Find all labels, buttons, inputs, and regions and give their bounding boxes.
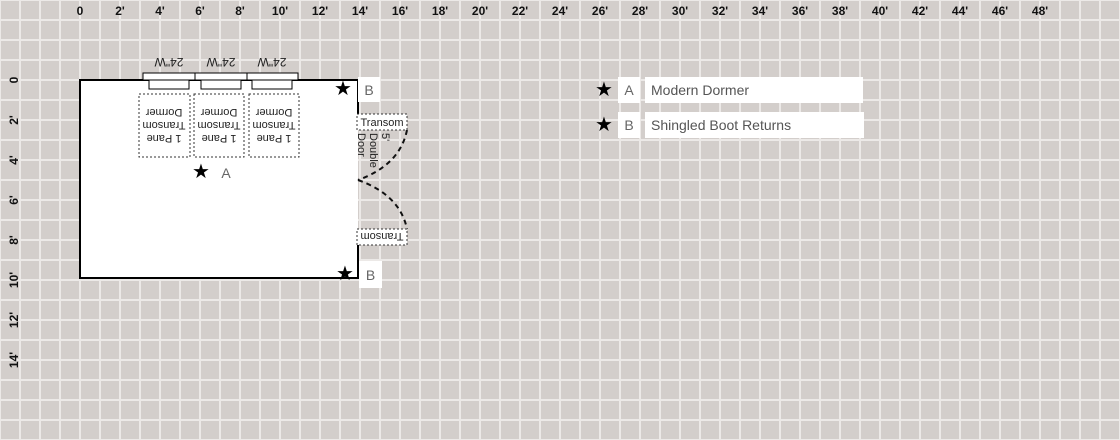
dormer-2[interactable]: 1 Pane Transom Dormer: [193, 93, 245, 158]
legend-text-input[interactable]: Shingled Boot Returns: [645, 112, 864, 138]
marker-b-bottom[interactable]: B: [359, 261, 382, 288]
x-tick-label: 38': [831, 4, 849, 18]
windows: 24"W 24"W 24"W: [142, 55, 299, 90]
transom-top[interactable]: Transom: [356, 113, 408, 131]
x-tick-label: 26': [591, 4, 609, 18]
window-1[interactable]: 24"W: [142, 55, 196, 90]
dormer-label: 1 Pane: [147, 132, 182, 144]
window-3[interactable]: 24"W: [246, 55, 299, 90]
x-tick-label: 34': [751, 4, 769, 18]
dormer-3[interactable]: 1 Pane Transom Dormer: [248, 93, 300, 158]
x-tick-label: 32': [711, 4, 729, 18]
door-label: 5': [379, 133, 391, 141]
x-tick-label: 48': [1031, 4, 1049, 18]
marker-a[interactable]: A: [213, 160, 239, 186]
x-tick-label: 22': [511, 4, 529, 18]
dormer-label: Transom: [143, 119, 186, 131]
double-door[interactable]: 5' Double Door: [355, 129, 408, 230]
legend-letter: A: [618, 77, 640, 103]
star-icon: ★: [336, 263, 354, 285]
door-swing-top: [357, 129, 408, 181]
x-tick-label: 20': [471, 4, 489, 18]
x-tick-label: 42': [911, 4, 929, 18]
x-tick-label: 12': [311, 4, 329, 18]
door-swing-bottom: [357, 179, 408, 230]
star-icon: ★: [595, 79, 613, 101]
transom-label: Transom: [361, 230, 404, 242]
window-label: 24"W: [154, 55, 184, 69]
dormer-1[interactable]: 1 Pane Transom Dormer: [138, 93, 191, 158]
x-tick-label: 14': [351, 4, 369, 18]
door-label: Door: [355, 133, 367, 157]
door-label: Double: [367, 133, 379, 168]
legend-text-input[interactable]: Modern Dormer: [645, 77, 863, 103]
x-tick-label: 28': [631, 4, 649, 18]
x-tick-label: 0: [76, 4, 84, 18]
x-tick-label: 44': [951, 4, 969, 18]
x-tick-label: 40': [871, 4, 889, 18]
dormer-label: 1 Pane: [257, 132, 292, 144]
x-tick-label: 8': [235, 4, 245, 18]
window-label: 24"W: [257, 55, 287, 69]
dormer-label: 1 Pane: [202, 132, 237, 144]
x-tick-label: 6': [195, 4, 205, 18]
star-icon: ★: [192, 161, 210, 183]
window-label: 24"W: [206, 55, 236, 69]
x-tick-label: 10': [271, 4, 289, 18]
star-icon: ★: [595, 114, 613, 136]
x-tick-label: 24': [551, 4, 569, 18]
star-icon: ★: [334, 78, 352, 100]
dormer-label: Dormer: [145, 106, 182, 118]
transom-label: Transom: [361, 117, 404, 129]
window-2[interactable]: 24"W: [194, 55, 248, 90]
x-tick-label: 18': [431, 4, 449, 18]
dormer-label: Dormer: [200, 106, 237, 118]
dormer-label: Transom: [253, 119, 296, 131]
x-tick-label: 16': [391, 4, 409, 18]
x-tick-label: 30': [671, 4, 689, 18]
transom-bottom[interactable]: Transom: [356, 228, 408, 246]
marker-b-top[interactable]: B: [358, 77, 380, 102]
x-tick-label: 2': [115, 4, 125, 18]
x-tick-label: 4': [155, 4, 165, 18]
legend-letter: B: [618, 112, 640, 138]
x-tick-label: 36': [791, 4, 809, 18]
dormer-label: Dormer: [255, 106, 292, 118]
dormer-label: Transom: [198, 119, 241, 131]
x-tick-label: 46': [991, 4, 1009, 18]
